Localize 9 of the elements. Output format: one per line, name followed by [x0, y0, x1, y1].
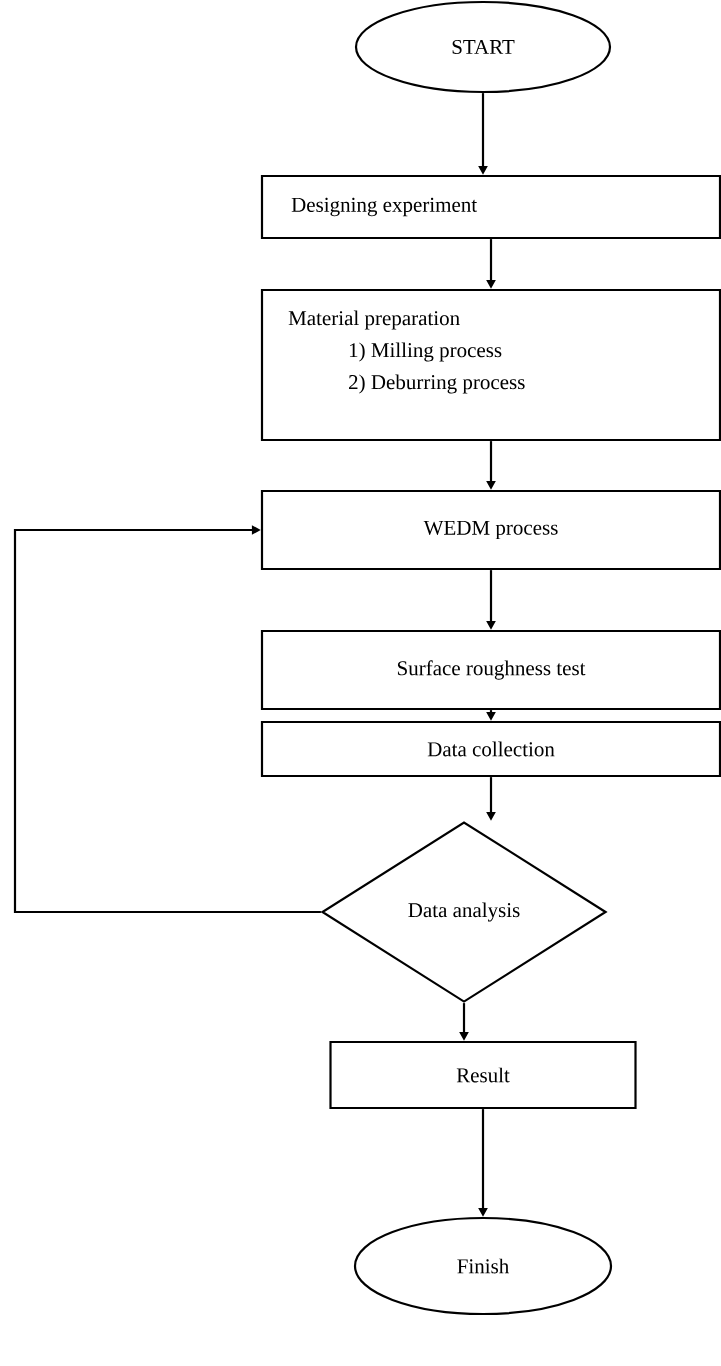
- arrow: [13, 525, 321, 914]
- process-box: Result: [329, 1040, 637, 1110]
- list-item: 1) Milling process: [349, 342, 502, 362]
- process-box: WEDM process: [260, 489, 721, 571]
- process-box: Designing experiment: [260, 174, 721, 240]
- heading-text: Material preparation: [288, 310, 460, 330]
- process-box: Data collection: [260, 720, 721, 778]
- list-item: 2) Deburring process: [349, 374, 525, 394]
- process-box: Surface roughness test: [260, 629, 721, 711]
